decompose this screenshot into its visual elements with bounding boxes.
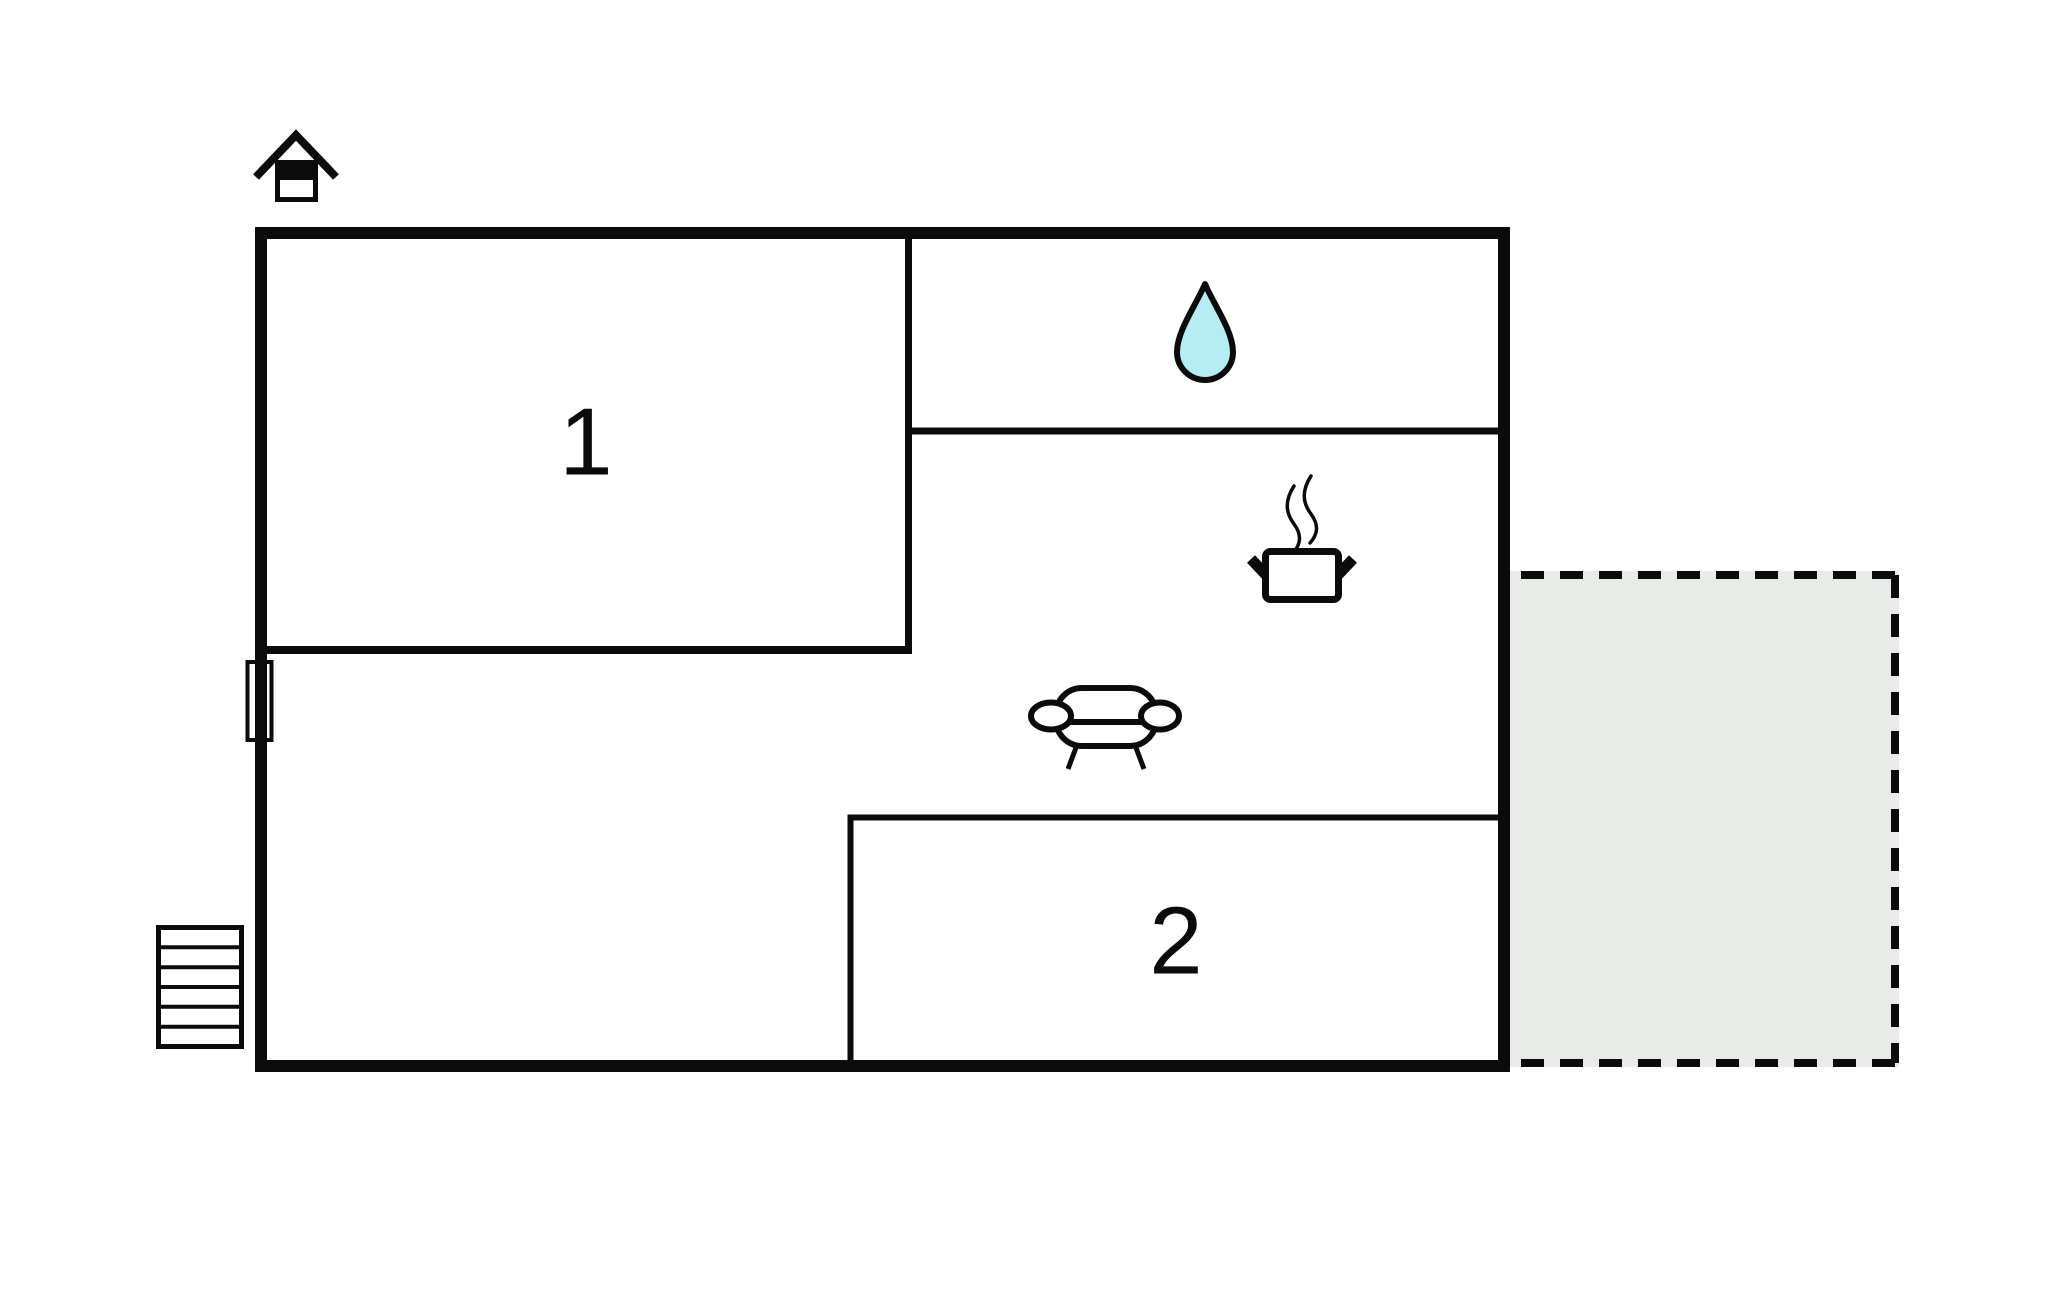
wall-room2: [847, 814, 1498, 1060]
house-entrance-icon: [253, 129, 339, 202]
room-1-label: 1: [559, 389, 612, 496]
sofa-icon: [1028, 685, 1182, 770]
pot-body: [1262, 548, 1342, 603]
sofa-arm-left: [1028, 699, 1074, 733]
sofa-leg-left: [1065, 744, 1080, 770]
stairs-icon: [156, 925, 244, 1049]
sofa-arm-right: [1138, 699, 1182, 733]
water-drop-icon: [1174, 281, 1236, 383]
interior-walls: [267, 239, 1498, 1060]
terrace-dashed-area: [1504, 571, 1899, 1067]
sofa-leg-right: [1132, 744, 1147, 770]
steam-line: [1302, 474, 1319, 545]
cooking-pot-icon: [1247, 474, 1357, 603]
room-2-label: 2: [1149, 888, 1202, 995]
house-icon-roof: [253, 129, 339, 180]
window-icon: [245, 660, 274, 742]
terrace-fill: [1510, 571, 1899, 1067]
building-outer-wall: [255, 227, 1510, 1072]
steam-line: [1285, 484, 1302, 555]
house-icon-window: [280, 180, 313, 197]
